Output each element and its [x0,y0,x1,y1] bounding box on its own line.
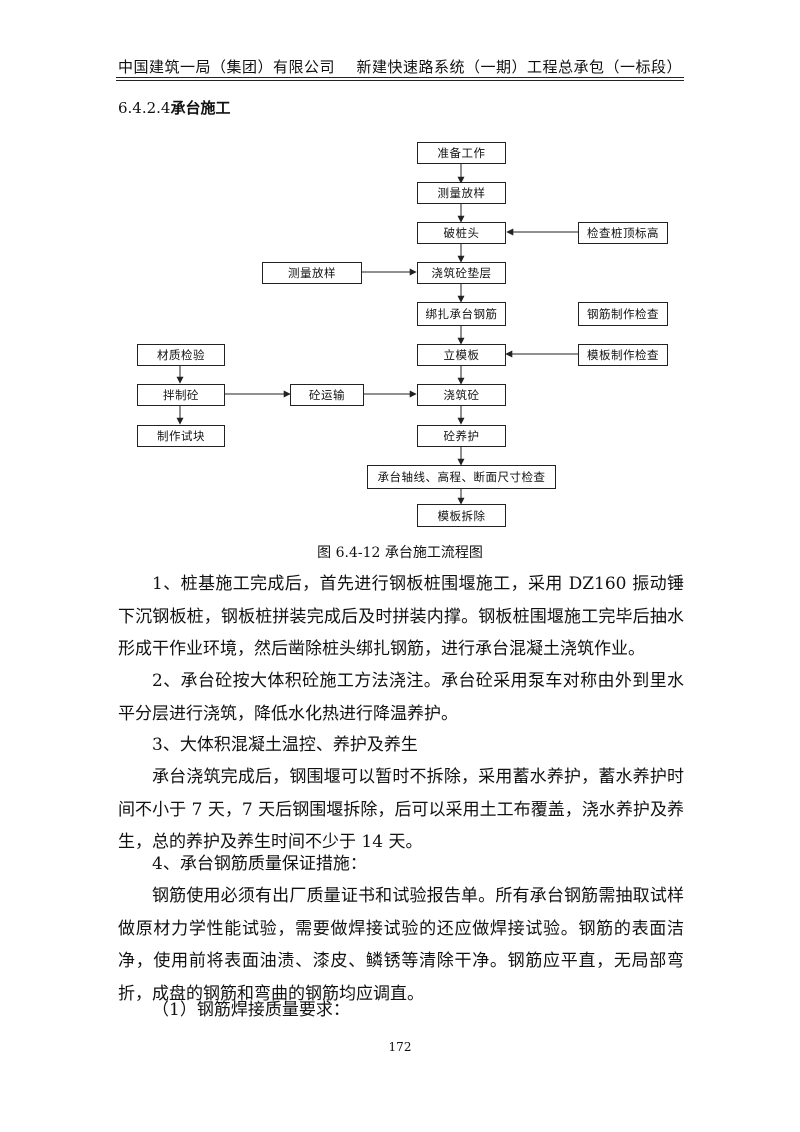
flow-step-cushion: 浇筑砼垫层 [417,262,506,284]
flow-left-survey: 测量放样 [262,262,362,284]
page-number: 172 [388,1040,412,1054]
section-title-text: 承台施工 [170,99,231,117]
flow-transport: 砼运输 [290,384,364,406]
paragraph-6: 钢筋使用必须有出厂质量证书和试验报告单。所有承台钢筋需抽取试样做原材力学性能试验… [118,886,684,1004]
flow-left-specimen: 制作试块 [137,425,225,447]
paragraph-5: 4、承台钢筋质量保证措施： [152,854,367,874]
header-company: 中国建筑一局（集团）有限公司 [118,58,336,76]
flow-step-curing: 砼养护 [417,425,506,447]
flow-check-rebar: 钢筋制作检查 [578,302,668,326]
paragraph-7: （1）钢筋焊接质量要求： [152,1000,350,1020]
flow-step-prepare: 准备工作 [417,142,506,164]
paragraph-3: 3、大体积混凝土温控、养护及养生 [152,735,418,755]
header-rule-thin [116,80,684,81]
header-rule [116,77,684,78]
flow-check-formwork: 模板制作检查 [578,344,668,366]
flow-step-pile-head: 破桩头 [417,222,506,244]
section-title: 6.4.2.4承台施工 [118,97,231,118]
section-number: 6.4.2.4 [118,99,171,117]
flow-step-survey: 测量放样 [417,182,506,204]
flow-step-strip: 模板拆除 [417,504,506,527]
flow-step-inspection: 承台轴线、高程、断面尺寸检查 [367,465,556,489]
paragraph-4: 承台浇筑完成后，钢围堰可以暂时不拆除，采用蓄水养护，蓄水养护时间不小于 7 天，… [118,767,684,852]
flow-left-mix: 拌制砼 [137,384,225,406]
flow-step-pour: 浇筑砼 [417,384,506,406]
paragraph-1: 1、桩基施工完成后，首先进行钢板桩围堰施工，采用 DZ160 振动锤下沉钢板桩，… [118,574,684,659]
flowchart-connectors [176,162,578,505]
paragraph-2: 2、承台砼按大体积砼施工方法浇注。承台砼采用泵车对称由外到里水平分层进行浇筑，降… [118,671,684,724]
header-project: 新建快速路系统（一期）工程总承包（一标段） [356,58,682,76]
flow-left-material: 材质检验 [137,344,225,366]
flow-check-pile-top: 检查桩顶标高 [578,222,668,244]
flow-step-rebar: 绑扎承台钢筋 [417,302,506,326]
figure-caption: 图 6.4-12 承台施工流程图 [317,545,483,561]
flow-step-formwork: 立模板 [417,344,506,366]
